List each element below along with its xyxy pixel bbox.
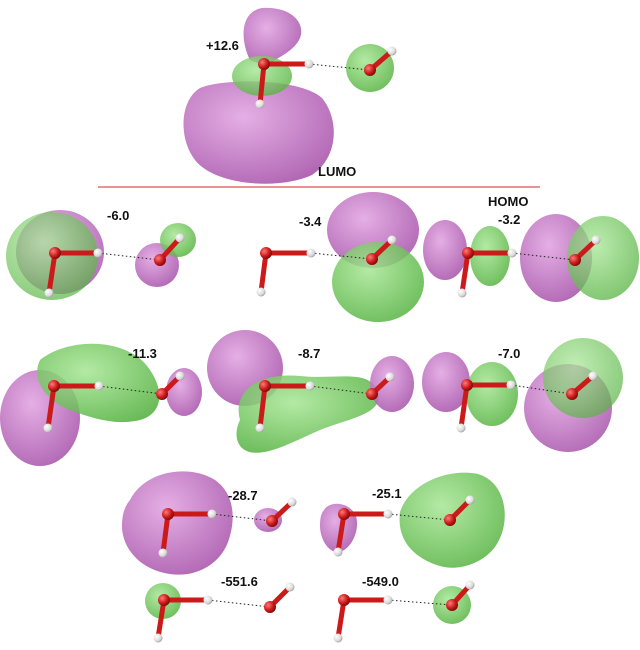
hydrogen-atom — [507, 248, 517, 258]
oxygen-atom — [49, 247, 61, 259]
negative-lobe — [466, 362, 518, 426]
hydrogen-atom — [93, 248, 103, 258]
hydrogen-atom — [255, 99, 265, 109]
oxygen-atom — [366, 253, 378, 265]
hydrogen-atom — [287, 497, 297, 507]
hydrogen-atom — [304, 59, 314, 69]
oxygen-atom — [162, 508, 174, 520]
oxygen-atom — [156, 388, 168, 400]
positive-lobe — [183, 81, 334, 184]
hydrogen-atom — [385, 372, 395, 382]
hydrogen-atom — [43, 423, 53, 433]
lumo-label: LUMO — [318, 164, 356, 179]
orbital-mo-4: -7.0 — [422, 338, 623, 452]
energy-label: -3.4 — [299, 214, 322, 229]
hydrogen-atom — [153, 633, 163, 643]
positive-lobe — [122, 471, 233, 575]
oxygen-atom — [444, 514, 456, 526]
oxygen-atom — [154, 254, 166, 266]
oxygen-atom — [259, 380, 271, 392]
orbital-mo-7: -25.1 — [320, 472, 505, 568]
positive-lobe — [243, 7, 302, 67]
hydrogen-atom — [158, 548, 168, 558]
orbital-mo-2: -3.4 — [256, 192, 424, 322]
hydrogen-atom — [44, 288, 54, 298]
hydrogen-atom — [306, 248, 316, 258]
negative-lobe — [332, 242, 424, 322]
positive-lobe — [370, 356, 414, 412]
energy-label: -3.2 — [498, 212, 520, 227]
oxygen-atom — [364, 64, 376, 76]
oxygen-atom — [461, 379, 473, 391]
hydrogen-atom — [175, 233, 185, 243]
orbital-mo-5: -8.7 — [207, 330, 414, 453]
oxygen-atom — [566, 388, 578, 400]
hydrogen-atom — [333, 547, 343, 557]
orbital-homo: HOMO -3.2 — [423, 194, 639, 302]
energy-label: -6.0 — [107, 208, 129, 223]
hydrogen-atom — [94, 381, 104, 391]
energy-label: -11.3 — [128, 346, 157, 361]
energy-label: -8.7 — [298, 346, 320, 361]
orbital-mo-10: -551.6 — [145, 574, 295, 643]
positive-lobe — [423, 220, 467, 280]
orbital-lumo: +12.6 LUMO — [183, 7, 397, 184]
hydrogen-atom — [465, 580, 475, 590]
hydrogen-atom — [588, 371, 598, 381]
hydrogen-atom — [383, 509, 393, 519]
oxygen-atom — [264, 601, 276, 613]
hydrogen-atom — [255, 423, 265, 433]
negative-lobe — [567, 216, 639, 300]
oxygen-atom — [158, 594, 170, 606]
hydrogen-atom — [457, 288, 467, 298]
hydrogen-atom — [256, 287, 266, 297]
oxygen-atom — [462, 247, 474, 259]
orbital-mo-6: -11.3 — [0, 343, 202, 466]
hydrogen-atom — [305, 381, 315, 391]
oxygen-atom — [258, 58, 270, 70]
negative-lobe — [543, 338, 623, 418]
orbital-mo-9: -549.0 — [333, 574, 475, 643]
hydrogen-atom — [506, 380, 516, 390]
negative-lobe — [470, 226, 510, 286]
hydrogen-atom — [333, 633, 343, 643]
oxygen-atom — [446, 599, 458, 611]
hydrogen-atom — [387, 235, 397, 245]
oxygen-atom — [260, 247, 272, 259]
positive-lobe — [422, 352, 470, 412]
oxygen-atom — [48, 380, 60, 392]
hydrogen-atom — [175, 371, 185, 381]
energy-label: -28.7 — [228, 488, 258, 503]
hydrogen-atom — [387, 46, 397, 56]
hydrogen-atom — [285, 582, 295, 592]
negative-lobe — [236, 375, 379, 453]
orbital-mo-3: -6.0 — [6, 208, 196, 300]
hydrogen-atom — [203, 595, 213, 605]
hydrogen-atom — [456, 423, 466, 433]
hydrogen-atom — [591, 235, 601, 245]
hydrogen-atom — [383, 595, 393, 605]
oxygen-atom — [338, 508, 350, 520]
energy-label: -25.1 — [372, 486, 402, 501]
hydrogen-atom — [207, 509, 217, 519]
energy-label: -551.6 — [221, 574, 258, 589]
oxygen-atom — [266, 515, 278, 527]
energy-label: -549.0 — [362, 574, 399, 589]
energy-label: +12.6 — [206, 38, 239, 53]
energy-label: -7.0 — [498, 346, 520, 361]
hydrogen-atom — [465, 495, 475, 505]
oxygen-atom — [569, 254, 581, 266]
homo-label: HOMO — [488, 194, 528, 209]
oxygen-atom — [366, 388, 378, 400]
orbital-mo-8: -28.7 — [122, 471, 297, 575]
oxygen-atom — [338, 594, 350, 606]
